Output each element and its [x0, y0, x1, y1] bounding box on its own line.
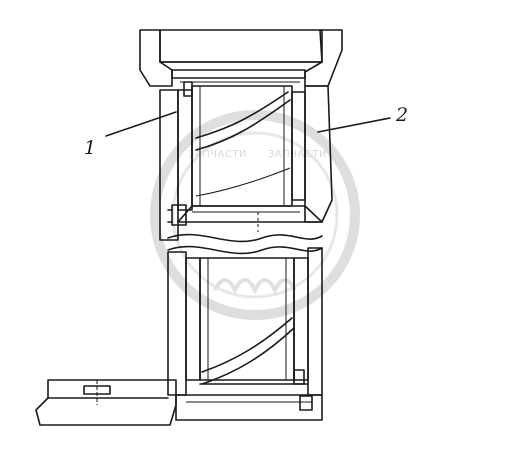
callout-1: 1	[84, 111, 177, 159]
foot-bracket	[35, 379, 177, 426]
liner-lower	[199, 257, 309, 385]
callout-label-1: 1	[84, 137, 96, 159]
base-plate	[175, 394, 323, 421]
callout-label-2: 2	[395, 104, 408, 126]
watermark-left-text: ЗАПЧАСТИ	[188, 149, 247, 160]
right-wall-lower	[293, 247, 323, 396]
callout-2: 2	[317, 104, 408, 133]
watermark: ЗАПЧАСТИ ЗАПЧАСТИ	[150, 110, 360, 320]
liner-upper	[177, 85, 323, 232]
watermark-right-text: ЗАПЧАСТИ	[268, 149, 327, 160]
left-detail-block	[167, 204, 187, 226]
break-lines	[167, 233, 323, 255]
top-flange	[139, 29, 343, 87]
